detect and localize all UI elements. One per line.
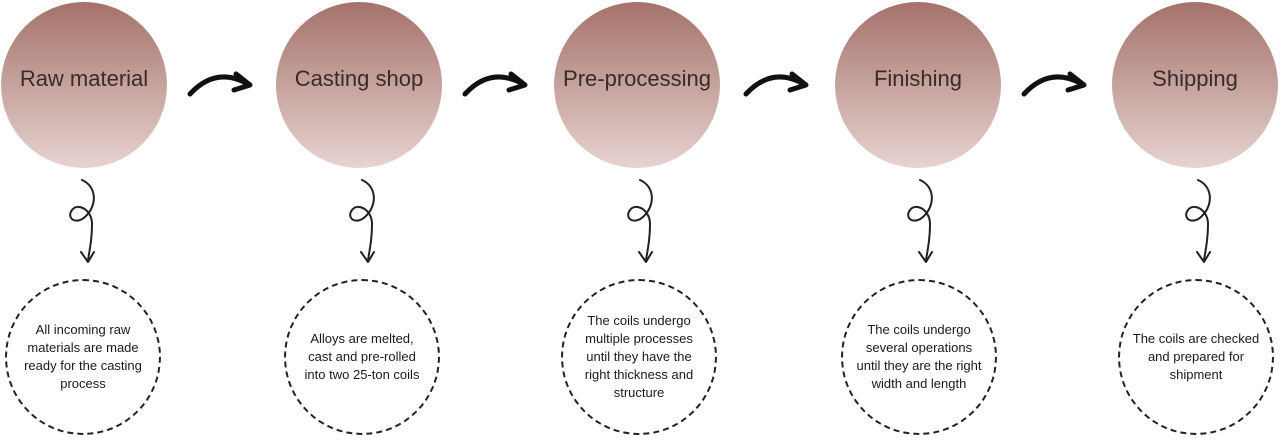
arrow-right-icon [743,71,809,97]
stage-description: All incoming raw materials are made read… [24,322,142,391]
stage-description: The coils undergo multiple processes unt… [584,313,694,400]
description-circle-raw-material: All incoming raw materials are made read… [5,279,161,435]
stage-circle-pre-processing: Pre-processing [554,2,720,168]
curly-arrow-down-icon [349,179,375,263]
curly-arrow-down-icon [1185,179,1211,263]
arrow-right-icon [462,71,528,97]
arrow-right-icon [1021,71,1087,97]
stage-title: Shipping [1152,66,1238,91]
description-circle-casting-shop: Alloys are melted, cast and pre-rolled i… [284,279,440,435]
curly-arrow-down-icon [69,179,95,263]
description-circle-finishing: The coils undergo several operations unt… [841,279,997,435]
stage-description: Alloys are melted, cast and pre-rolled i… [304,331,420,382]
stage-circle-raw-material: Raw material [1,2,167,168]
stage-circle-casting-shop: Casting shop [276,2,442,168]
description-circle-shipping: The coils are checked and prepared for s… [1118,279,1274,435]
curly-arrow-down-icon [907,179,933,263]
stage-title: Finishing [873,66,963,91]
stage-circle-finishing: Finishing [835,2,1001,168]
stage-circle-shipping: Shipping [1112,2,1278,168]
stage-description: The coils undergo several operations unt… [856,322,982,391]
stage-title: Pre-processing [563,66,711,91]
arrow-right-icon [187,71,253,97]
description-circle-pre-processing: The coils undergo multiple processes unt… [561,279,717,435]
stage-description: The coils are checked and prepared for s… [1132,331,1260,382]
stage-title: Raw material [19,66,149,91]
stage-title: Casting shop [294,66,424,91]
curly-arrow-down-icon [627,179,653,263]
